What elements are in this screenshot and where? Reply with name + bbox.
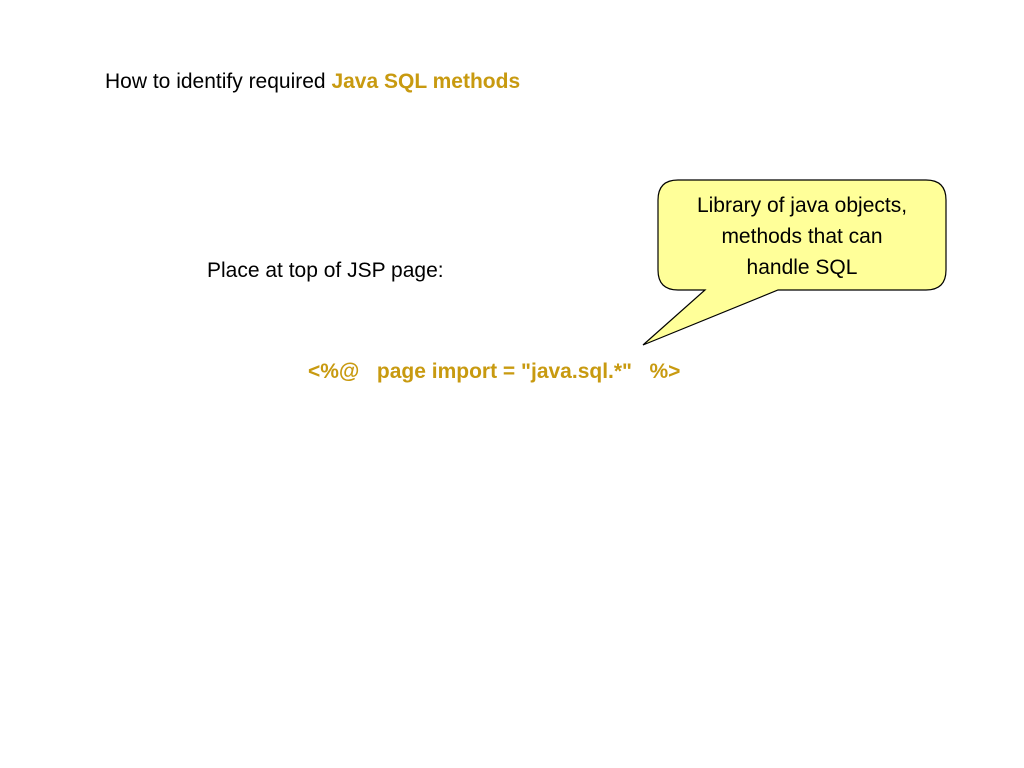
slide-title-highlight: Java SQL methods: [331, 70, 521, 93]
slide-title-prefix: How to identify required: [105, 70, 332, 93]
callout-line-1: Library of java objects,: [696, 194, 908, 217]
callout-line-2: methods that can: [721, 225, 883, 248]
callout-line-3: handle SQL: [746, 256, 858, 279]
code-snippet: <%@ page import = "java.sql.*" %>: [308, 360, 681, 383]
instruction-text: Place at top of JSP page:: [207, 259, 444, 282]
slide-title: How to identify required Java SQL method…: [105, 68, 520, 96]
callout-text: Library of java objects, methods that ca…: [658, 190, 946, 283]
